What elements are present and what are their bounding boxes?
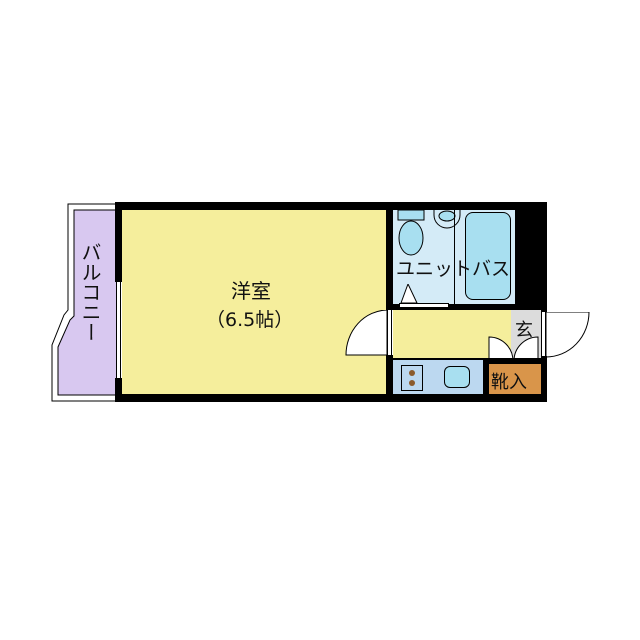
wall-bottom xyxy=(115,394,547,402)
shoe-closet[interactable] xyxy=(489,364,541,394)
balcony-window[interactable] xyxy=(116,282,121,378)
wall-partition-upper xyxy=(386,202,393,310)
bath-divider xyxy=(454,210,455,304)
wall-closet-left xyxy=(483,358,489,398)
wall-bath-bottom xyxy=(393,304,547,310)
entrance-door-swing-icon xyxy=(546,312,590,358)
entrance-label: 玄 xyxy=(515,320,533,341)
bath-door[interactable] xyxy=(399,303,449,308)
unit-bath-label: ユニットバス xyxy=(396,258,511,280)
closet-door-swing-icon xyxy=(488,336,539,362)
balcony-label: バルコニー xyxy=(78,242,102,342)
burner-icon xyxy=(409,380,415,386)
bathtub-icon xyxy=(465,212,511,300)
wall-left-upper xyxy=(115,202,122,282)
wall-top xyxy=(115,202,547,210)
western-room-label: 洋室 xyxy=(231,279,271,303)
toilet-icon xyxy=(397,210,425,256)
bath-door-swing-icon xyxy=(400,284,418,304)
wall-partition-lower xyxy=(386,355,393,402)
wall-right-lower xyxy=(541,356,547,402)
wall-left-lower xyxy=(115,378,122,402)
room-door[interactable] xyxy=(387,310,392,355)
balcony-outline xyxy=(51,203,119,402)
kitchen-sink-icon xyxy=(444,366,470,388)
sink-icon xyxy=(433,210,461,229)
shoe-closet-label: 靴入 xyxy=(491,372,527,393)
burner-icon xyxy=(409,370,415,376)
western-room-size: （6.5帖） xyxy=(206,309,294,331)
wall-right-upper xyxy=(515,202,547,310)
room-door-swing-icon xyxy=(345,310,387,356)
wall-right-mid xyxy=(541,304,547,312)
western-room xyxy=(122,210,386,394)
stove-icon xyxy=(401,365,423,391)
